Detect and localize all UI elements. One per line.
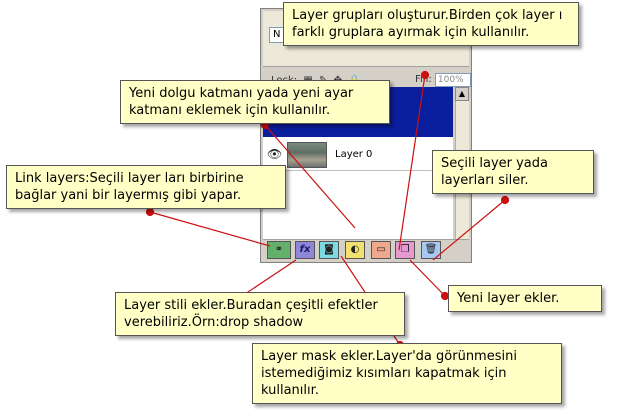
leader-adjust bbox=[264, 124, 356, 229]
adjustment-layer-button[interactable]: ◐ bbox=[345, 241, 365, 259]
callout-link-layers: Link layers:Seçili layer ları birbirine … bbox=[6, 165, 286, 209]
link-layers-button[interactable]: ⚭ bbox=[267, 241, 291, 259]
leader-dot-delete bbox=[500, 195, 510, 205]
layer-style-fx-button[interactable]: fx bbox=[295, 241, 315, 259]
fill-label: Fill: bbox=[415, 74, 432, 85]
layer-name: Layer 0 bbox=[335, 149, 373, 160]
layer-row[interactable]: 👁 Layer 0 bbox=[263, 139, 453, 171]
fill-row: Fill: 100% bbox=[415, 73, 471, 87]
callout-new-group: Layer grupları oluşturur.Birden çok laye… bbox=[283, 2, 579, 46]
callout-layer-mask: Layer mask ekler.Layer'da görünmesini is… bbox=[252, 343, 562, 404]
callout-adjustment-layer: Yeni dolgu katmanı yada yeni ayar katman… bbox=[120, 80, 390, 124]
leader-link bbox=[149, 211, 271, 247]
leader-dot-group bbox=[420, 70, 430, 80]
callout-delete-layer: Seçili layer yada layerları siler. bbox=[432, 150, 594, 194]
delete-layer-button[interactable]: 🗑 bbox=[421, 241, 441, 259]
new-group-button[interactable]: ▭ bbox=[371, 241, 391, 259]
callout-layer-style: Layer stili ekler.Buradan çeşitli efektl… bbox=[115, 292, 405, 336]
layer-mask-button[interactable]: ◙ bbox=[319, 241, 339, 259]
leader-dot-link bbox=[145, 207, 155, 217]
leader-group bbox=[398, 74, 426, 251]
eye-icon[interactable]: 👁 bbox=[267, 147, 283, 161]
callout-new-layer: Yeni layer ekler. bbox=[448, 285, 602, 312]
leader-delete bbox=[432, 199, 506, 261]
scroll-up-arrow-icon[interactable]: ▲ bbox=[455, 87, 469, 101]
layer-thumbnail bbox=[287, 142, 327, 168]
fill-input[interactable]: 100% bbox=[434, 73, 471, 87]
leader-new bbox=[409, 259, 446, 297]
